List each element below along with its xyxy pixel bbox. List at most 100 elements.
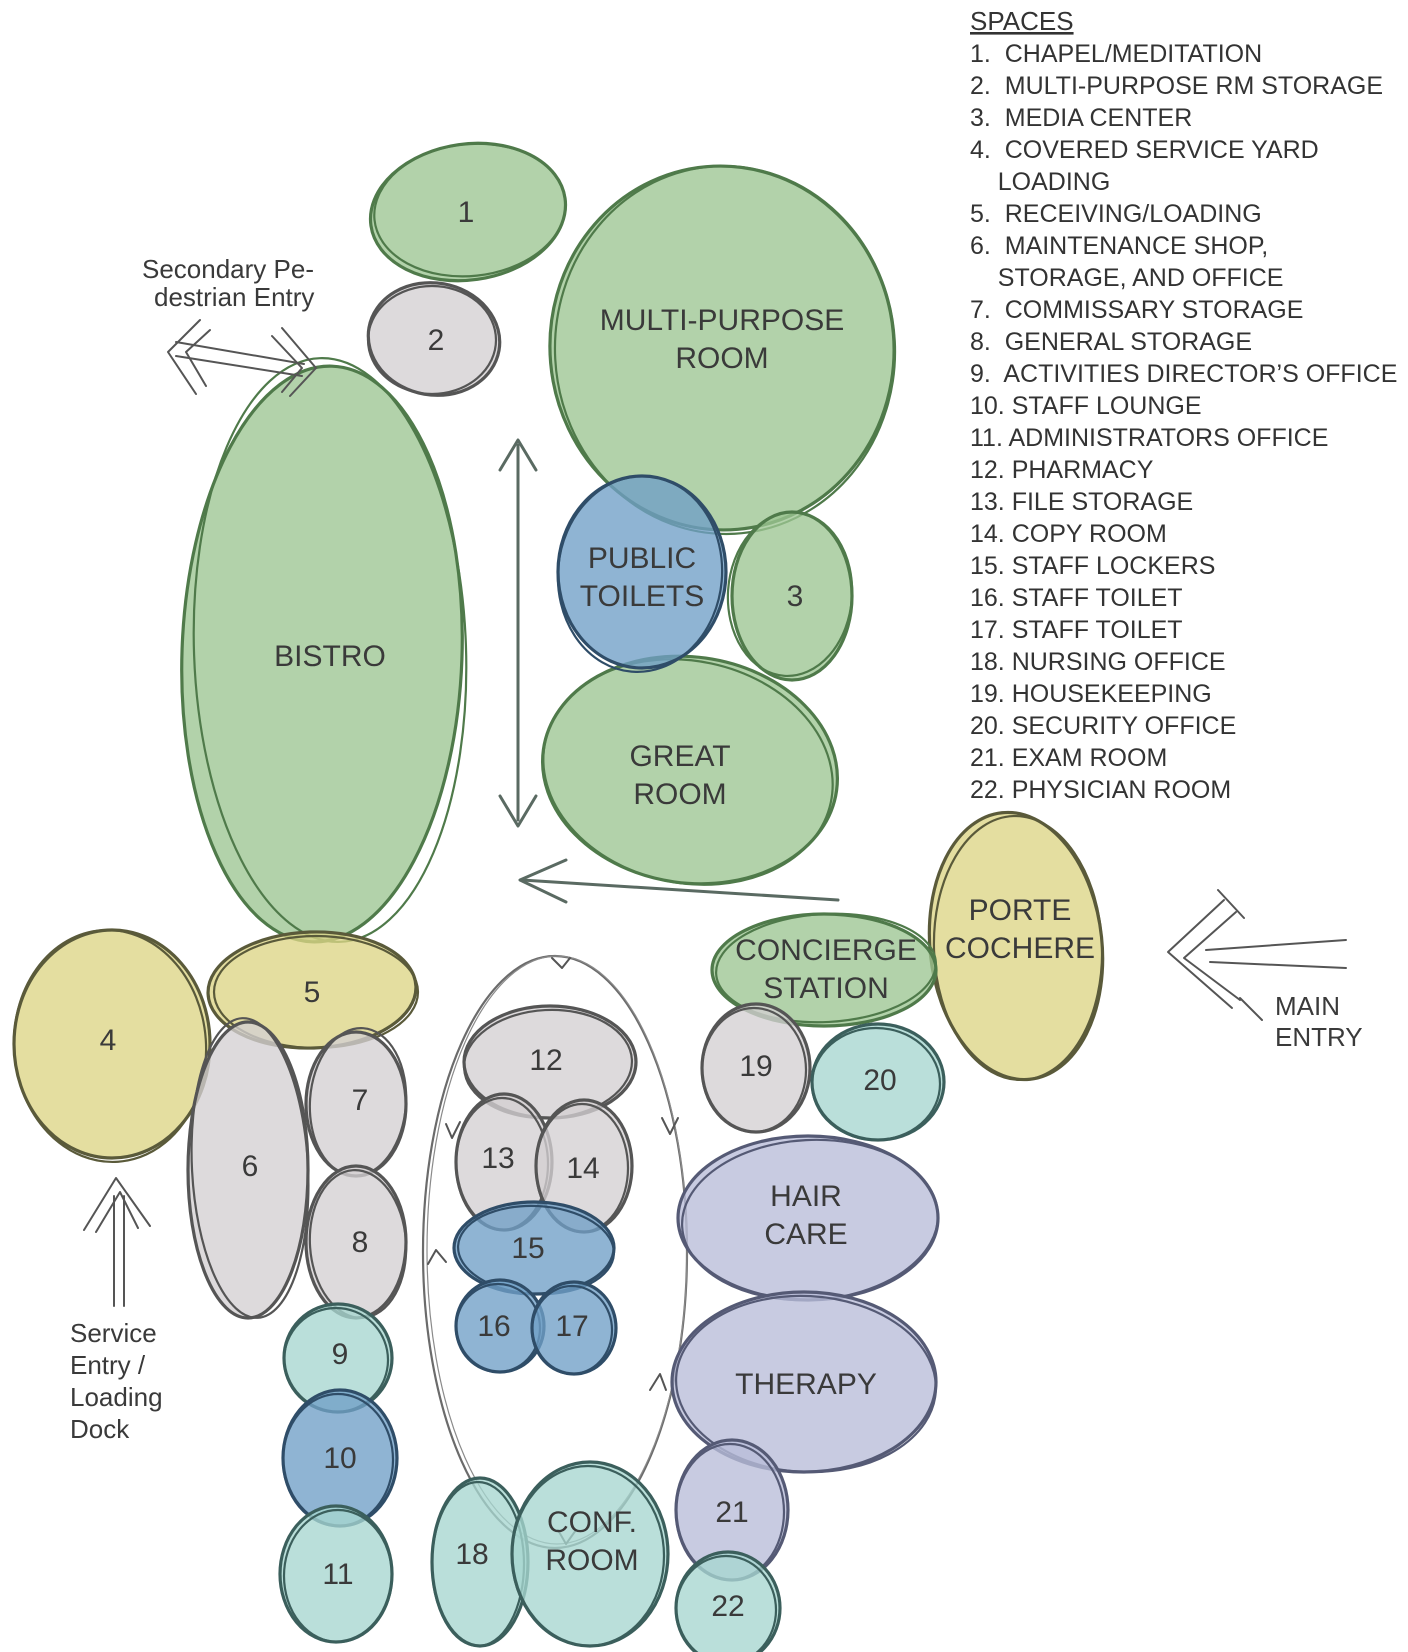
bubble-4: 4 bbox=[12, 928, 212, 1164]
label-20: 20 bbox=[863, 1064, 896, 1097]
main-entry-mark bbox=[1167, 889, 1347, 1021]
label-13: 13 bbox=[481, 1142, 514, 1175]
bubble-12: 12 bbox=[462, 1004, 638, 1120]
secondary-entry-line1: Secondary Pe- bbox=[142, 254, 314, 284]
label-great-line2: ROOM bbox=[633, 778, 726, 811]
label-9: 9 bbox=[332, 1338, 349, 1371]
bubbles: 1 MULTI-PURPOSE ROOM 3 GREAT ROOM PUBLIC… bbox=[12, 141, 1105, 1652]
label-therapy: THERAPY bbox=[735, 1368, 877, 1401]
main-entry-arrow bbox=[518, 858, 840, 904]
main-entry-line1: MAIN bbox=[1275, 991, 1340, 1021]
legend-item: 4. COVERED SERVICE YARD bbox=[970, 136, 1319, 164]
label-5: 5 bbox=[304, 976, 321, 1009]
bubble-11: 11 bbox=[278, 1504, 394, 1644]
label-14: 14 bbox=[566, 1152, 599, 1185]
legend-item: 22. PHYSICIAN ROOM bbox=[970, 776, 1231, 804]
bubble-porte-cochere: PORTE COCHERE bbox=[927, 810, 1105, 1082]
bubble-5: 5 bbox=[206, 930, 420, 1050]
label-porte-line1: PORTE bbox=[969, 894, 1072, 927]
legend-item: 5. RECEIVING/LOADING bbox=[970, 200, 1262, 228]
label-great-line1: GREAT bbox=[629, 740, 730, 773]
legend-items: 1. CHAPEL/MEDITATION 2. MULTI-PURPOSE RM … bbox=[970, 40, 1397, 804]
label-8: 8 bbox=[352, 1226, 369, 1259]
legend-item: 15. STAFF LOCKERS bbox=[970, 552, 1215, 580]
label-12: 12 bbox=[529, 1044, 562, 1077]
bubble-3: 3 bbox=[726, 510, 854, 682]
legend: SPACES 1. CHAPEL/MEDITATION 2. MULTI-PURP… bbox=[970, 6, 1397, 804]
service-entry-arrow bbox=[83, 1177, 151, 1307]
legend-item: STORAGE, AND OFFICE bbox=[970, 264, 1283, 292]
legend-item: 7. COMMISSARY STORAGE bbox=[970, 296, 1303, 324]
bubble-15: 15 bbox=[452, 1200, 616, 1296]
bubble-9: 9 bbox=[282, 1302, 394, 1414]
legend-item: 1. CHAPEL/MEDITATION bbox=[970, 40, 1262, 68]
legend-item: LOADING bbox=[970, 168, 1110, 196]
label-porte-line2: COCHERE bbox=[945, 932, 1095, 965]
label-4: 4 bbox=[100, 1024, 117, 1057]
label-conf-line2: ROOM bbox=[545, 1544, 638, 1577]
legend-item: 19. HOUSEKEEPING bbox=[970, 680, 1212, 708]
bubble-great-room: GREAT ROOM bbox=[540, 654, 840, 886]
main-entry-line2: ENTRY bbox=[1275, 1022, 1363, 1052]
label-18: 18 bbox=[455, 1538, 488, 1571]
label-7: 7 bbox=[352, 1084, 369, 1117]
bubble-conf-room: CONF. ROOM bbox=[510, 1460, 670, 1648]
label-multipurpose-line1: MULTI-PURPOSE bbox=[600, 304, 844, 337]
legend-item: 3. MEDIA CENTER bbox=[970, 104, 1192, 132]
label-15: 15 bbox=[511, 1232, 544, 1265]
label-22: 22 bbox=[711, 1590, 744, 1623]
service-entry-line4: Dock bbox=[70, 1414, 130, 1444]
legend-item: 10. STAFF LOUNGE bbox=[970, 392, 1202, 420]
service-entry-label: Service Entry / Loading Dock bbox=[70, 1318, 163, 1444]
bubble-therapy: THERAPY bbox=[670, 1290, 938, 1474]
bubble-21: 21 bbox=[674, 1438, 790, 1582]
label-21: 21 bbox=[715, 1496, 748, 1529]
bubble-concierge-station: CONCIERGE STATION bbox=[710, 912, 938, 1028]
bubble-bistro: BISTRO bbox=[180, 357, 468, 944]
service-entry-line2: Entry / bbox=[70, 1350, 146, 1380]
legend-item: 8. GENERAL STORAGE bbox=[970, 328, 1252, 356]
label-6: 6 bbox=[242, 1150, 259, 1183]
bubble-hair-care: HAIR CARE bbox=[676, 1134, 940, 1302]
legend-item: 2. MULTI-PURPOSE RM STORAGE bbox=[970, 72, 1383, 100]
label-10: 10 bbox=[323, 1442, 356, 1475]
legend-item: 9. ACTIVITIES DIRECTOR’S OFFICE bbox=[970, 360, 1397, 388]
label-19: 19 bbox=[739, 1050, 772, 1083]
label-2: 2 bbox=[428, 324, 445, 357]
label-toilets-line2: TOILETS bbox=[580, 580, 704, 613]
legend-item: 13. FILE STORAGE bbox=[970, 488, 1193, 516]
bubble-18: 18 bbox=[430, 1476, 530, 1648]
legend-item: 16. STAFF TOILET bbox=[970, 584, 1183, 612]
legend-title: SPACES bbox=[970, 6, 1074, 36]
label-conf-line1: CONF. bbox=[547, 1506, 637, 1539]
bubble-2: 2 bbox=[366, 281, 502, 397]
label-concierge-line1: CONCIERGE bbox=[735, 934, 917, 967]
service-entry-line3: Loading bbox=[70, 1382, 163, 1412]
bubble-public-toilets: PUBLIC TOILETS bbox=[556, 474, 728, 673]
bubble-20: 20 bbox=[810, 1022, 946, 1142]
label-bistro: BISTRO bbox=[274, 640, 386, 673]
label-concierge-line2: STATION bbox=[763, 972, 889, 1005]
service-entry-line1: Service bbox=[70, 1318, 157, 1348]
label-multipurpose-line2: ROOM bbox=[675, 342, 768, 375]
label-11: 11 bbox=[322, 1558, 353, 1591]
label-toilets-line1: PUBLIC bbox=[588, 542, 696, 575]
legend-item: 18. NURSING OFFICE bbox=[970, 648, 1226, 676]
label-hair-line1: HAIR bbox=[770, 1180, 842, 1213]
secondary-entry-line2: destrian Entry bbox=[154, 282, 314, 312]
label-17: 17 bbox=[555, 1310, 588, 1343]
bubble-22: 22 bbox=[674, 1550, 782, 1652]
legend-item: 12. PHARMACY bbox=[970, 456, 1154, 484]
secondary-entry-arrow bbox=[167, 319, 317, 397]
legend-item: 20. SECURITY OFFICE bbox=[970, 712, 1236, 740]
main-entry-label: MAIN ENTRY bbox=[1275, 991, 1363, 1052]
bubble-19: 19 bbox=[700, 1002, 812, 1134]
legend-item: 11. ADMINISTRATORS OFFICE bbox=[970, 424, 1328, 452]
legend-item: 17. STAFF TOILET bbox=[970, 616, 1183, 644]
bubble-10: 10 bbox=[281, 1388, 399, 1528]
bubble-6: 6 bbox=[186, 1017, 310, 1320]
secondary-entry-label: Secondary Pe- destrian Entry bbox=[142, 254, 314, 312]
bubble-17: 17 bbox=[530, 1280, 618, 1376]
bubble-8: 8 bbox=[304, 1164, 408, 1320]
